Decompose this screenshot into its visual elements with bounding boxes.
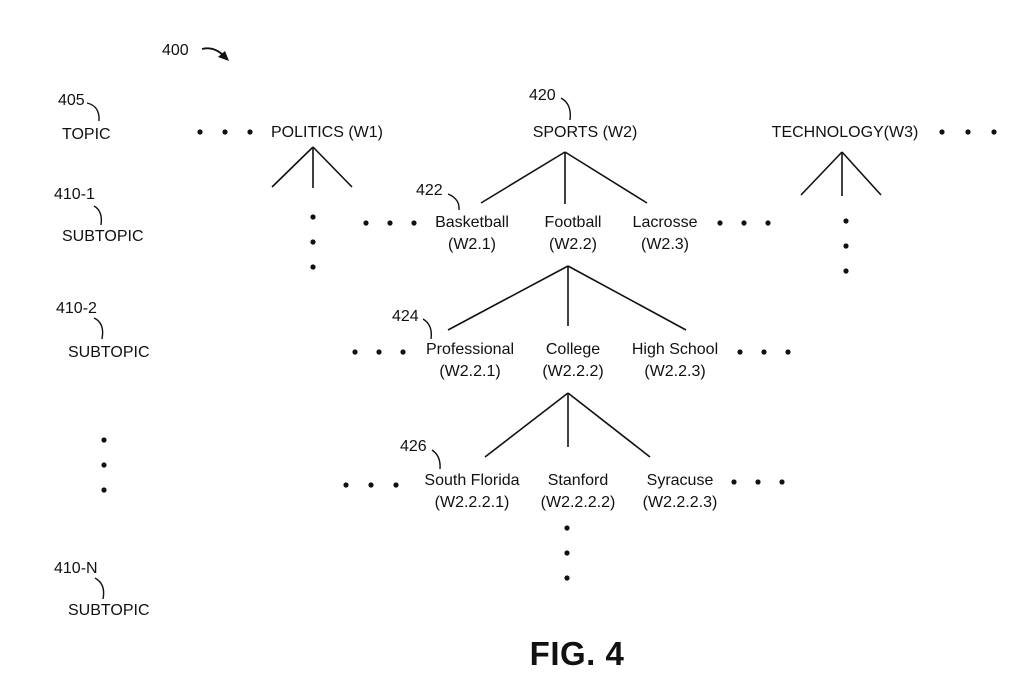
technology-branch-left — [800, 151, 843, 196]
technology-branch-right — [841, 151, 882, 196]
level-label-topic: TOPIC — [62, 126, 111, 143]
node-football-name: Football — [544, 214, 602, 231]
node-high-school-id: (W2.2.3) — [644, 363, 706, 380]
figure-ref-arrow — [201, 47, 229, 61]
node-stanford: Stanford (W2.2.2.2) — [541, 472, 616, 512]
node-lacrosse-id: (W2.3) — [640, 236, 689, 253]
topic-sports-id: (W2) — [602, 124, 638, 141]
figure-ref-label: 400 — [162, 42, 189, 59]
level-label-subtopic-1: SUBTOPIC — [62, 228, 144, 245]
leader-410-1 — [93, 205, 103, 226]
node-basketball-name: Basketball — [435, 214, 509, 231]
level-ref-410-1: 410-1 — [54, 186, 95, 203]
politics-branch-right — [312, 146, 353, 188]
node-syracuse-id: (W2.2.2.3) — [642, 494, 718, 511]
level-label-subtopic-N: SUBTOPIC — [68, 602, 150, 619]
football-subtopics-ref: 424 — [392, 308, 419, 325]
topic-sports-ref: 420 — [529, 87, 556, 104]
node-professional: Professional (W2.2.1) — [426, 341, 514, 381]
topic-politics-name: POLITICS — [270, 124, 344, 141]
level-ref-405: 405 — [58, 92, 85, 109]
node-stanford-id: (W2.2.2.2) — [540, 494, 616, 511]
leader-426 — [431, 449, 441, 470]
ellipsis-dots — [101, 129, 997, 581]
college-to-southflorida-branch — [484, 392, 569, 458]
football-to-highschool-branch — [567, 265, 687, 331]
level-ref-410-2: 410-2 — [56, 300, 97, 317]
node-football-id: (W2.2) — [548, 236, 597, 253]
topic-technology-name: TECHNOLOGY — [771, 124, 884, 141]
tree-branches — [271, 146, 882, 458]
college-to-syracuse-branch — [567, 392, 651, 458]
leader-420 — [560, 97, 571, 121]
figure-caption: FIG. 4 — [529, 635, 625, 672]
node-college: College (W2.2.2) — [542, 341, 603, 381]
node-south-florida: South Florida (W2.2.2.1) — [424, 472, 519, 512]
topic-politics-id: (W1) — [348, 124, 384, 141]
node-south-florida-name: South Florida — [424, 472, 520, 489]
node-syracuse: Syracuse (W2.2.2.3) — [643, 472, 718, 512]
level-label-subtopic-2: SUBTOPIC — [68, 344, 150, 361]
node-lacrosse-name: Lacrosse — [632, 214, 698, 231]
topic-politics: POLITICS (W1) — [271, 124, 383, 142]
node-high-school: High School (W2.2.3) — [632, 341, 718, 381]
node-lacrosse: Lacrosse (W2.3) — [633, 214, 698, 254]
node-basketball: Basketball (W2.1) — [435, 214, 509, 254]
football-to-professional-branch — [447, 265, 569, 331]
leader-424 — [422, 318, 433, 340]
leader-410-N — [94, 577, 105, 600]
topic-sports-name: SPORTS — [532, 124, 599, 141]
reference-leaders — [86, 97, 571, 600]
node-college-id: (W2.2.2) — [542, 363, 604, 380]
node-high-school-name: High School — [631, 341, 719, 358]
leader-405 — [86, 102, 100, 122]
node-south-florida-id: (W2.2.2.1) — [434, 494, 510, 511]
topic-sports: SPORTS (W2) — [533, 124, 638, 142]
sports-subtopics-ref: 422 — [416, 182, 443, 199]
politics-branch-left — [271, 146, 314, 188]
college-subtopics-ref: 426 — [400, 438, 427, 455]
node-basketball-id: (W2.1) — [447, 236, 496, 253]
sports-to-lacrosse-branch — [564, 151, 648, 204]
node-professional-name: Professional — [425, 341, 515, 358]
level-ref-410-N: 410-N — [54, 560, 98, 577]
leader-422 — [447, 193, 460, 211]
topic-technology-id: (W3) — [883, 124, 919, 141]
topic-technology: TECHNOLOGY(W3) — [772, 124, 919, 142]
node-college-name: College — [545, 341, 601, 358]
leader-410-2 — [93, 317, 104, 340]
node-professional-id: (W2.2.1) — [439, 363, 501, 380]
node-syracuse-name: Syracuse — [646, 472, 714, 489]
node-football: Football (W2.2) — [545, 214, 602, 254]
node-stanford-name: Stanford — [547, 472, 609, 489]
sports-to-basketball-branch — [480, 151, 566, 204]
